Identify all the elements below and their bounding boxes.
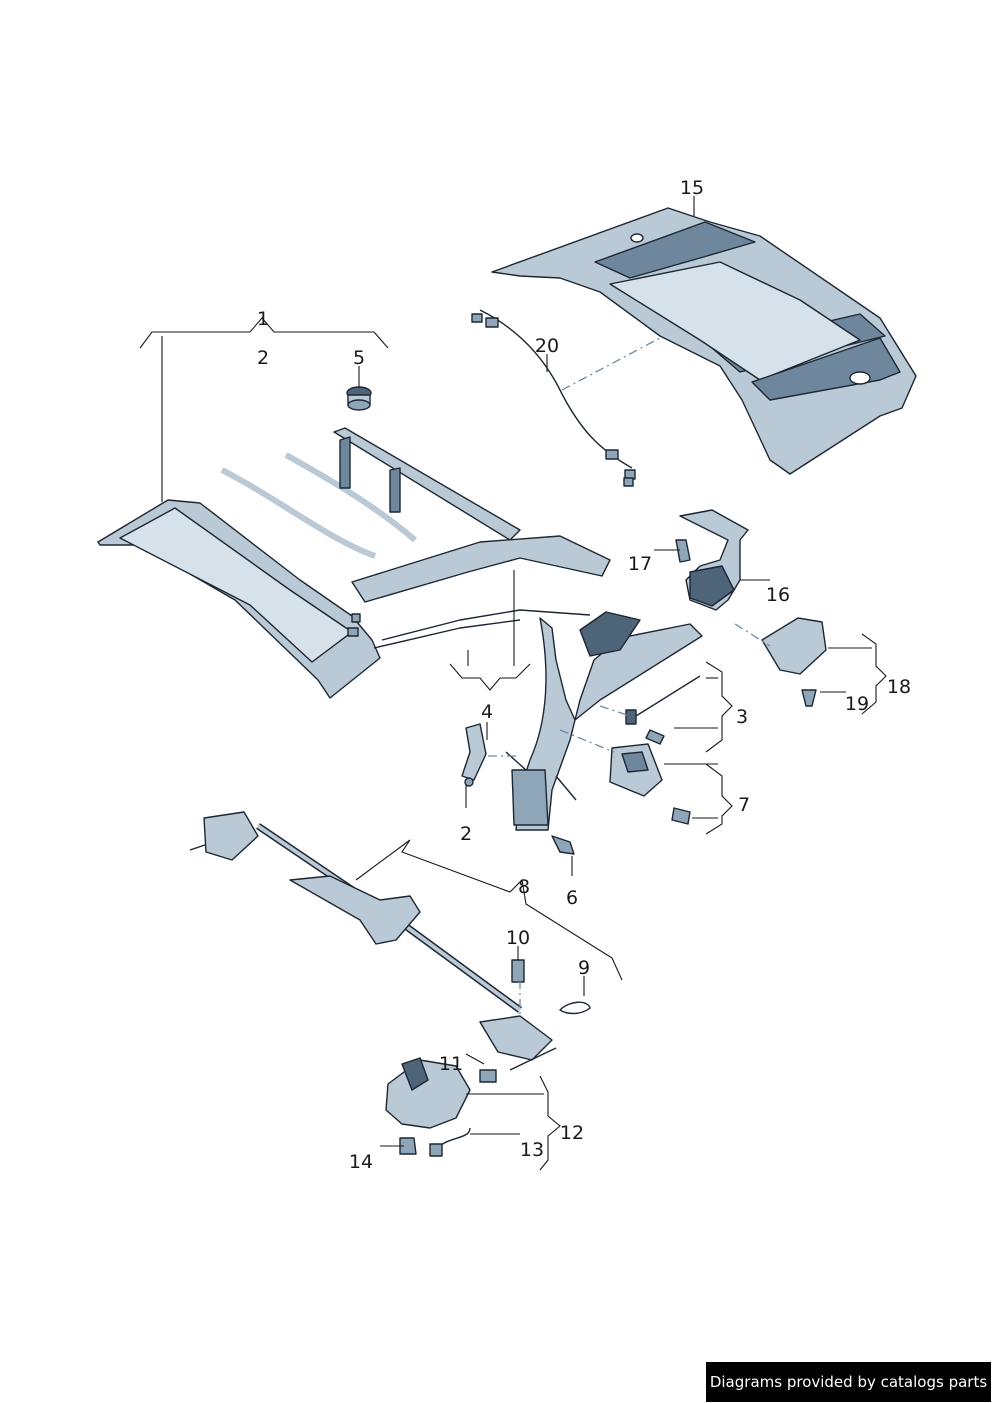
drive-motor xyxy=(385,1057,471,1157)
callout-14: 14 xyxy=(349,1151,373,1173)
callout-1: 1 xyxy=(257,308,269,330)
rod-bolt xyxy=(625,675,701,745)
callout-18: 18 xyxy=(887,676,911,698)
callout-16: 16 xyxy=(766,584,790,606)
callout-5: 5 xyxy=(353,347,365,369)
callout-2a: 2 xyxy=(257,347,269,369)
screw-6 xyxy=(551,835,575,855)
side-cover xyxy=(761,617,827,707)
callout-12: 12 xyxy=(560,1122,584,1144)
callout-17: 17 xyxy=(628,553,652,575)
callout-4: 4 xyxy=(481,701,493,723)
callout-6: 6 xyxy=(566,887,578,909)
cover-bracket xyxy=(609,743,691,825)
callout-2b: 2 xyxy=(460,823,472,845)
roof-bows xyxy=(220,427,611,649)
callout-20: 20 xyxy=(535,335,559,357)
callout-11: 11 xyxy=(439,1053,463,1075)
callout-3: 3 xyxy=(736,706,748,728)
catalog-credit-text: Diagrams provided by catalogs parts xyxy=(709,1373,988,1391)
lock-mechanism xyxy=(675,509,749,611)
callout-9: 9 xyxy=(578,957,590,979)
linkage-assembly xyxy=(189,811,557,1071)
catalog-credit-banner[interactable]: Diagrams provided by catalogs parts xyxy=(706,1362,991,1402)
wiring-harness xyxy=(471,309,636,487)
callout-19: 19 xyxy=(845,693,869,715)
main-pillar-frame xyxy=(505,611,703,831)
leader-lines xyxy=(139,196,887,1171)
hinge-bracket xyxy=(461,723,487,787)
callout-7: 7 xyxy=(738,794,750,816)
alignment-lines xyxy=(488,337,771,1016)
roof-panel-front xyxy=(97,499,381,699)
small-fasteners xyxy=(479,959,591,1083)
callout-8: 8 xyxy=(518,876,530,898)
rubber-buffer xyxy=(346,386,372,411)
callout-13: 13 xyxy=(520,1139,544,1161)
callout-labels: 1 2 5 15 20 17 16 18 19 4 3 7 2 6 8 10 9… xyxy=(257,177,911,1173)
callout-10: 10 xyxy=(506,927,530,949)
roof-panel-rear xyxy=(491,207,917,475)
callout-15: 15 xyxy=(680,177,704,199)
